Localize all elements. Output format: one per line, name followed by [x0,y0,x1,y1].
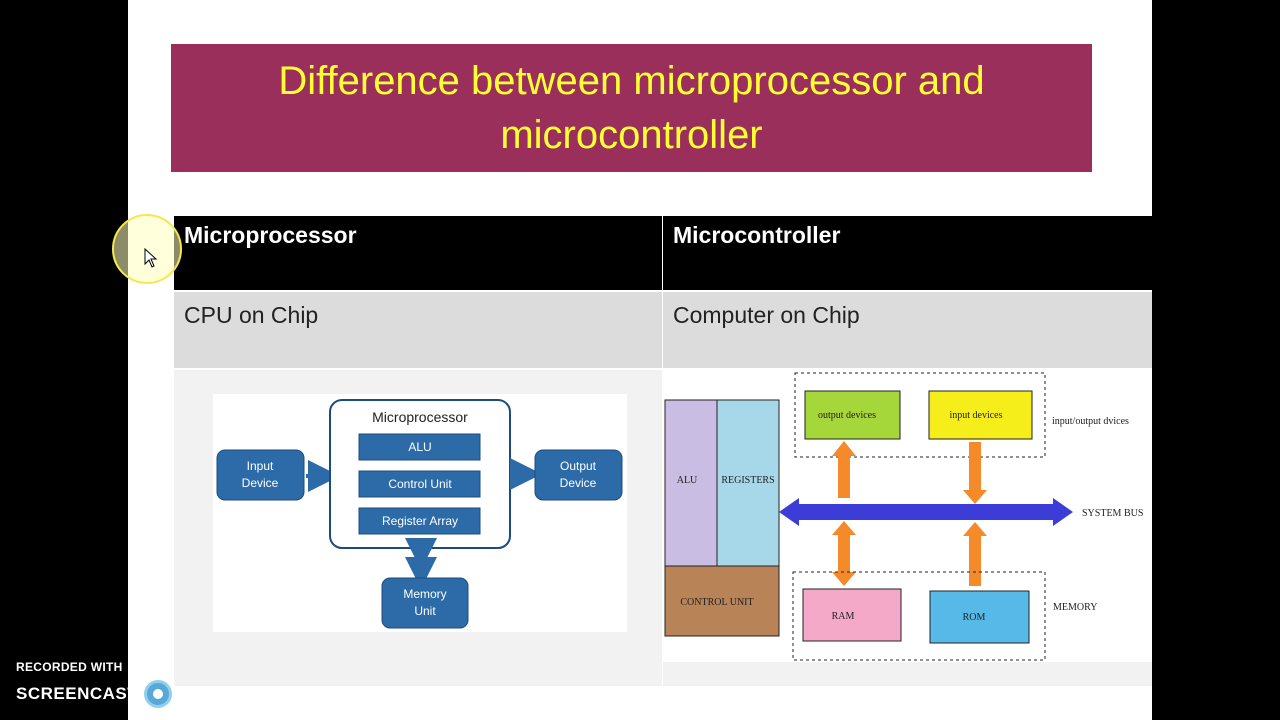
rom-box [929,590,1030,644]
control-unit-box [358,470,481,498]
mc-control-unit-box [664,565,780,637]
header-microprocessor: Microprocessor [174,216,662,290]
input-devices-box [928,390,1033,440]
memory-label: MEMORY [1053,602,1097,613]
system-bus-label: SYSTEM BUS [1082,508,1143,519]
memory-unit-label-2: Unit [414,604,436,618]
control-unit-label: Control Unit [388,477,452,491]
input-device-label-1: Input [247,459,274,473]
mouse-pointer-icon [144,248,158,268]
arrow-rom [963,522,987,586]
screencast-logo-icon [144,680,173,708]
cell-microcontroller-diagram: ALU REGISTERS CONTROL UNIT output device… [660,364,1152,686]
arrow-ram [832,521,856,586]
microprocessor-label: Microprocessor [372,409,468,425]
mc-control-unit-label: CONTROL UNIT [680,597,753,608]
register-array-box [358,507,481,535]
microcontroller-diagram: ALU REGISTERS CONTROL UNIT output device… [660,364,1152,662]
arrow-input-devices [963,442,987,504]
header-microcontroller: Microcontroller [663,216,1152,290]
watermark-matic: MATIC [178,684,234,703]
output-device-label-1: Output [560,459,597,473]
input-device-box [216,449,305,501]
watermark-recorded-with: RECORDED WITH [16,660,123,674]
alu-label: ALU [408,440,431,454]
rom-label: ROM [963,612,986,623]
system-bus-arrow [779,498,1073,526]
cell-computer-on-chip: Computer on Chip [663,292,1152,368]
slide-title-banner: Difference between microprocessor and mi… [171,44,1092,172]
io-group-border [794,372,1046,458]
ram-box [802,588,902,642]
column-divider [662,216,663,686]
mc-registers-label: REGISTERS [721,475,774,486]
output-device-box [534,449,623,501]
output-device-label-2: Device [560,476,597,490]
memory-unit-box [381,577,469,629]
slide: Difference between microprocessor and mi… [128,0,1152,720]
mc-alu-label: ALU [677,475,698,486]
arrow-output-devices [832,441,856,498]
slide-title: Difference between microprocessor and mi… [278,59,985,157]
memory-unit-label-1: Memory [403,587,446,601]
cell-cpu-on-chip: CPU on Chip [174,292,662,368]
alu-box [358,433,481,461]
watermark-screencast: SCREENCAST [16,684,139,703]
screencast-watermark: RECORDED WITH SCREENCAST MATIC [16,660,233,708]
microprocessor-diagram: Input Device Microprocessor ALU Control … [213,394,627,632]
mc-registers-box [716,399,780,567]
output-devices-label: output devices [818,410,876,421]
output-devices-box [804,390,901,440]
cell-microprocessor-diagram: Input Device Microprocessor ALU Control … [174,370,662,686]
memory-group-border [792,571,1046,661]
ram-label: RAM [832,611,855,622]
cursor-highlight [112,214,182,284]
input-devices-label: input devices [949,410,1002,421]
io-devices-label: input/output dvices [1052,416,1129,427]
register-array-label: Register Array [382,514,458,528]
input-device-label-2: Device [242,476,279,490]
